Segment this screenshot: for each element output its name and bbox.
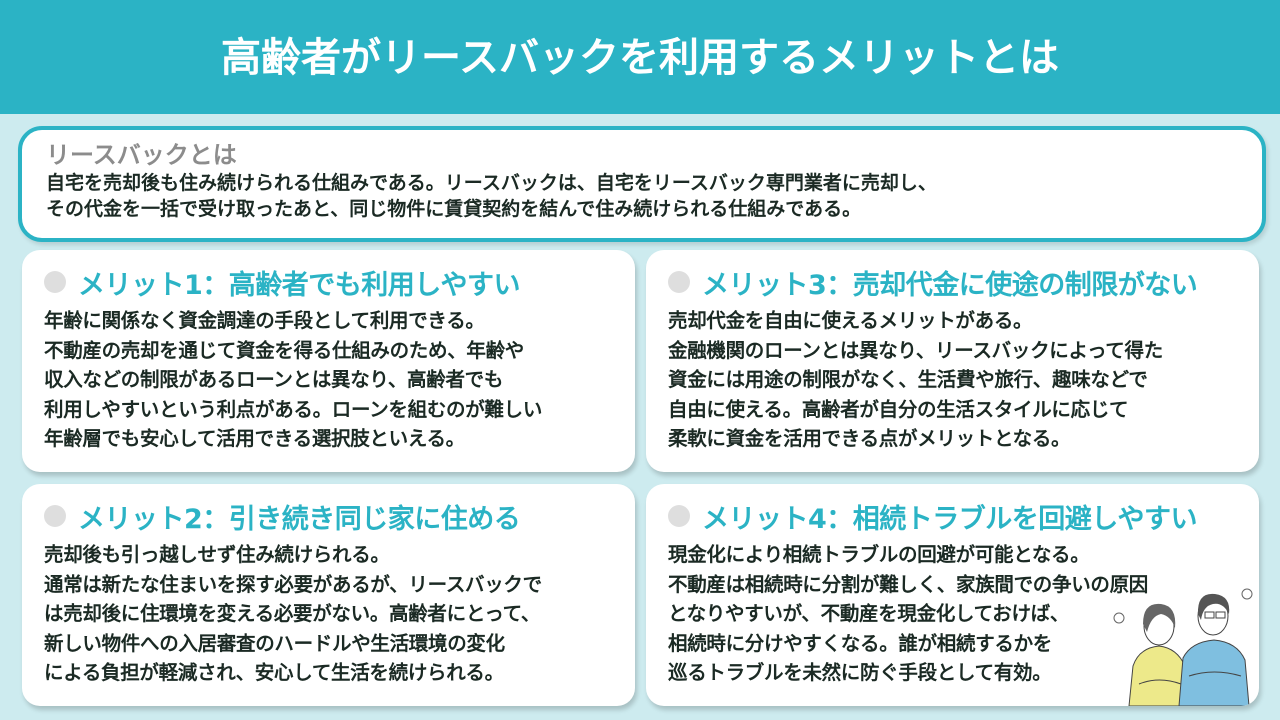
bullet-icon [668,271,690,293]
merit-body: 売却後も引っ越しせず住み続けられる。 通常は新たな住まいを探す必要があるが、リー… [44,543,542,684]
intro-box: リースバックとは 自宅を売却後も住み続けられる仕組みである。リースバックは、自宅… [18,126,1266,242]
merit-body: 売却代金を自由に使えるメリットがある。 金融機関のローンとは異なり、リースバック… [668,309,1163,450]
merit-title: メリット2：引き続き同じ家に住める [78,503,521,535]
merit-card-3: メリット3：売却代金に使途の制限がない 売却代金を自由に使えるメリットがある。 … [646,250,1259,472]
bullet-icon [44,271,66,293]
merit-card-4: メリット4：相続トラブルを回避しやすい 現金化により相続トラブルの回避が可能とな… [646,484,1259,706]
merit-body: 現金化により相続トラブルの回避が可能となる。 不動産は相続時に分割が難しく、家族… [668,543,1149,684]
page-header: 高齢者がリースバックを利用するメリットとは [0,0,1280,114]
merit-card-2: メリット2：引き続き同じ家に住める 売却後も引っ越しせず住み続けられる。 通常は… [22,484,635,706]
bullet-icon [668,505,690,527]
merit-body: 年齢に関係なく資金調達の手段として利用できる。 不動産の売却を通じて資金を得る仕… [44,309,543,450]
arguing-couple-icon [1113,588,1253,706]
merit-title: メリット4：相続トラブルを回避しやすい [702,503,1198,535]
page-title: 高齢者がリースバックを利用するメリットとは [221,35,1059,81]
intro-text: 自宅を売却後も住み続けられる仕組みである。リースバックは、自宅をリースバック専門… [46,172,937,220]
bullet-icon [44,505,66,527]
merit-title: メリット1：高齢者でも利用しやすい [78,269,521,301]
merit-card-1: メリット1：高齢者でも利用しやすい 年齢に関係なく資金調達の手段として利用できる… [22,250,635,472]
intro-title: リースバックとは [46,141,237,169]
merit-title: メリット3：売却代金に使途の制限がない [702,269,1198,301]
